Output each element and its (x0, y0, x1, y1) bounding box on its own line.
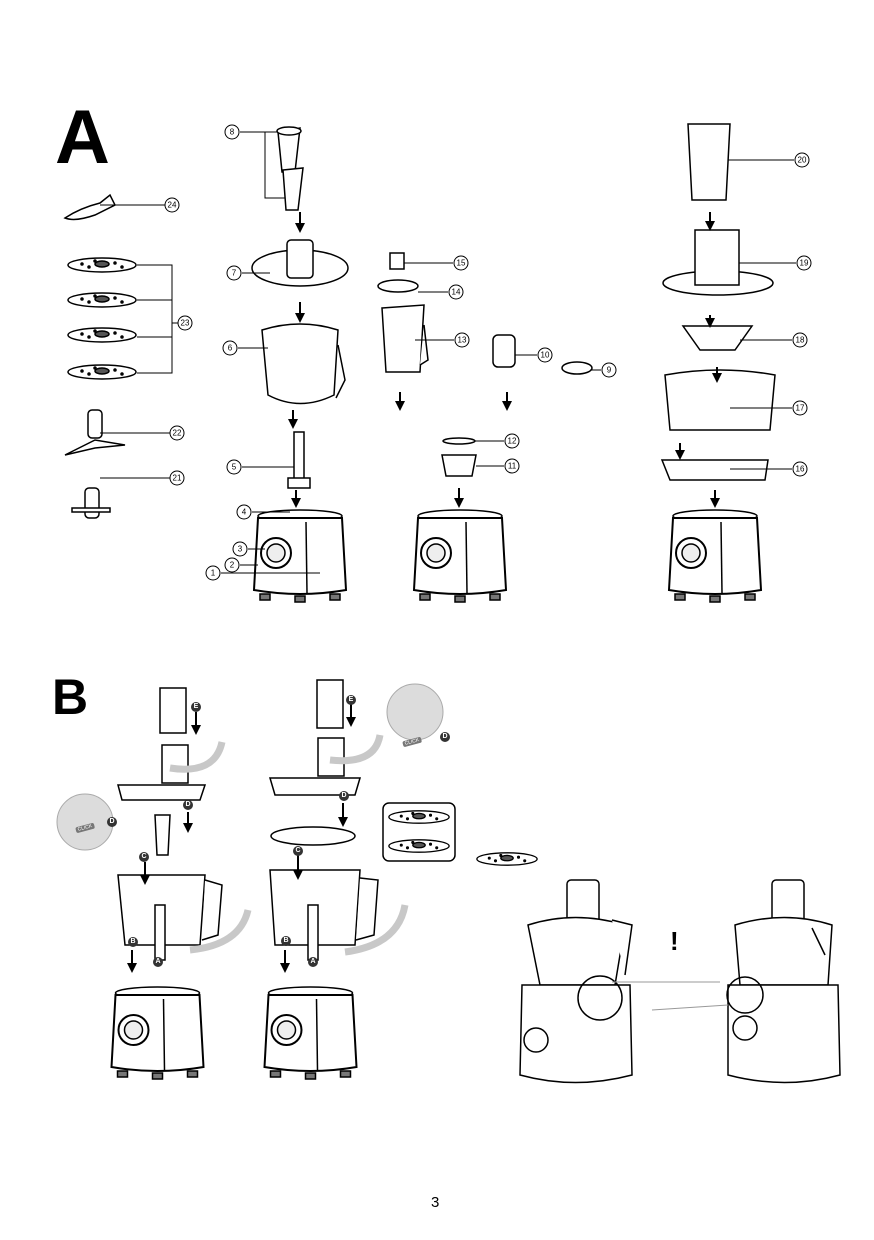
callout-16: 16 (792, 461, 808, 477)
step-a-middle: A (308, 957, 318, 967)
page-number: 3 (431, 1194, 440, 1211)
callout-2: 2 (224, 557, 240, 573)
callout-6: 6 (222, 340, 238, 356)
step-b-left: B (128, 937, 138, 947)
step-b-middle: B (281, 936, 291, 946)
callout-21: 21 (169, 470, 185, 486)
warning-mark: ! (670, 926, 679, 956)
callout-18: 18 (792, 332, 808, 348)
callout-19: 19 (796, 255, 812, 271)
step-a-left: A (153, 957, 163, 967)
step-e-middle: E (346, 695, 356, 705)
callout-9: 9 (601, 362, 617, 378)
callout-22: 22 (169, 425, 185, 441)
callout-20: 20 (794, 152, 810, 168)
spatula-24 (63, 193, 117, 221)
step-c-middle: C (293, 846, 303, 856)
callout-4: 4 (236, 504, 252, 520)
callout-11: 11 (504, 458, 520, 474)
section-label-b: B (52, 669, 89, 725)
callout-10: 10 (537, 347, 553, 363)
step-d-middle: D (339, 791, 349, 801)
callout-5: 5 (226, 459, 242, 475)
step-d-left: D (183, 800, 193, 810)
callout-17: 17 (792, 400, 808, 416)
step-d-magnifier-left: D (107, 817, 117, 827)
callout-15: 15 (453, 255, 469, 271)
step-e-left: E (191, 702, 201, 712)
callout-24: 24 (164, 197, 180, 213)
section-label-a: A (55, 95, 110, 180)
callout-1: 1 (205, 565, 221, 581)
callout-8: 8 (224, 124, 240, 140)
callout-12: 12 (504, 433, 520, 449)
callout-13: 13 (454, 332, 470, 348)
step-d-magnifier-middle: D (440, 732, 450, 742)
callout-23: 23 (177, 315, 193, 331)
callout-7: 7 (226, 265, 242, 281)
callout-14: 14 (448, 284, 464, 300)
step-c-left: C (139, 852, 149, 862)
callout-3: 3 (232, 541, 248, 557)
